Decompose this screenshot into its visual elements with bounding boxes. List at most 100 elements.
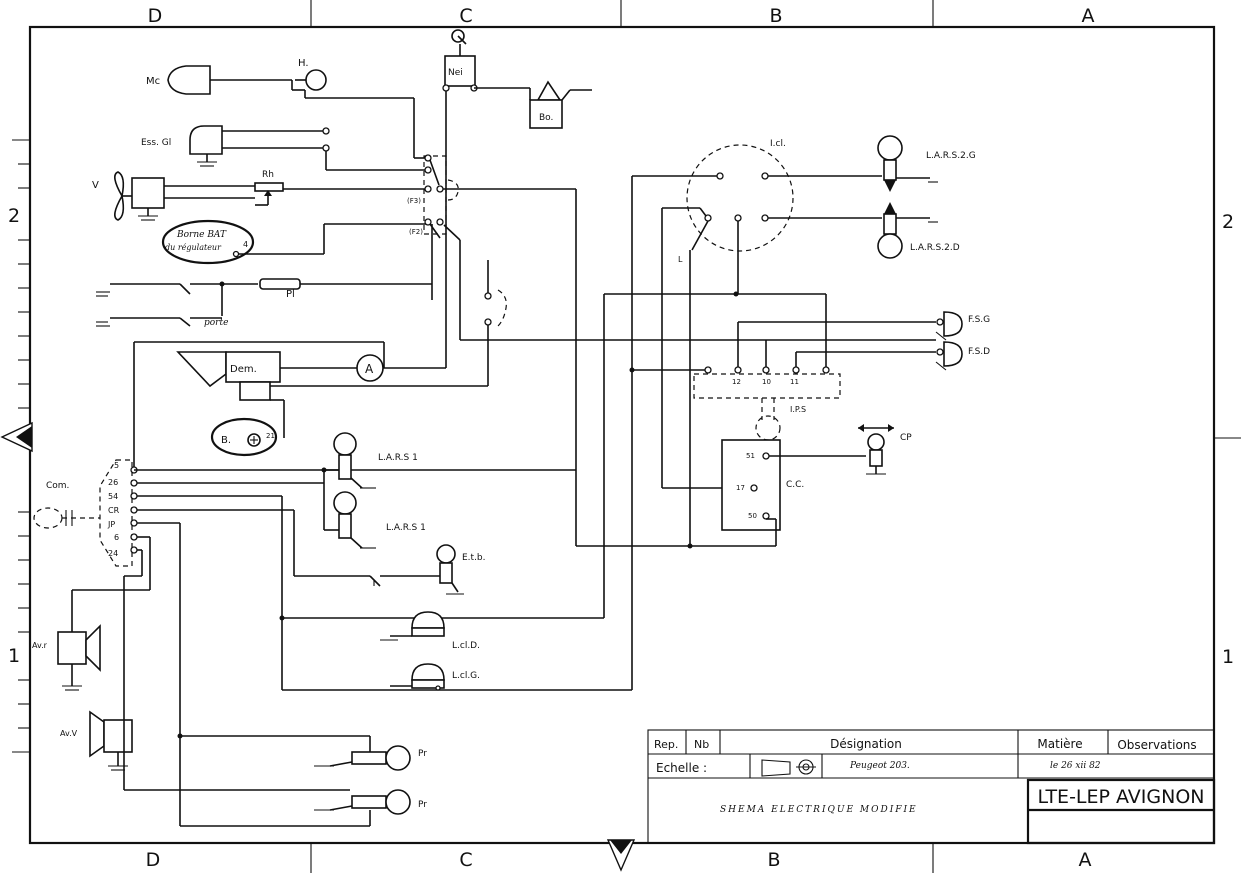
courtesy-light-label: Pl [286,289,295,300]
col-label-top-d: D [148,5,163,27]
flasher-unit-label: C.C. [786,480,804,490]
col-label-bottom-d: D [146,849,161,871]
tb-echelle-label: Echelle : [656,761,707,775]
col-label-bottom-a: A [1079,849,1092,871]
brake-light-left-label: F.S.G [968,315,990,325]
tb-drawing-title: SHEMA ELECTRIQUE MODIFIE [720,805,918,815]
indicator-switch-symbol [631,144,882,690]
ips-pin-12: 12 [732,378,741,386]
title-block [647,729,1216,845]
wiper-motor-label: Ess. Gl [141,138,171,148]
brake-light-right-symbol [935,341,963,371]
ammeter-label: A [365,362,374,376]
horn-label: Mc [146,76,160,87]
com-pin-26: 26 [108,478,118,487]
front-horn-v-symbol [89,710,133,771]
front-horn-r-symbol [57,624,101,691]
fuse-f1-symbol [460,260,936,341]
hazard-switch-label: I.P.S [790,405,806,414]
regulator-terminal-line1: Borne BAT [176,230,227,240]
ignition-switch-label: Nei [448,68,463,78]
pilot-lamp-label: CP [900,433,912,443]
tb-matiere-header: Matière [1037,737,1082,751]
row-label-right-1: 1 [1222,646,1234,668]
headlamp-1-label: Pr [418,749,427,759]
flasher-unit-symbol [687,439,866,549]
row-label-left-2: 2 [8,205,20,227]
cc-pin-17: 17 [736,484,745,492]
brake-light-right-label: F.S.D [968,347,990,357]
right-indicator-lamp-label: L.cl.D. [452,641,480,651]
ignition-switch-symbol [442,29,530,270]
flasher-unit-pins: 51 17 50 [736,452,757,520]
horn-button-symbol [295,69,414,99]
combination-switch-wiring [71,189,776,736]
col-label-bottom-c: C [459,849,472,871]
battery-terminal-label: 21 [266,432,275,440]
starter-circuit [133,270,489,470]
front-horn-r-label: Av.r [32,641,48,650]
rear-lamp-2d-label: L.A.R.S.2.D [910,243,960,253]
tb-designation-header: Désignation [830,737,902,751]
combination-switch-symbol [33,459,138,567]
regulator-terminal-line2: du régulateur [165,243,222,252]
small-l-label: L [678,255,683,264]
starter-label: Dem. [230,364,257,375]
com-pin-jp: JP [107,520,115,529]
cc-pin-50: 50 [748,512,757,520]
fan-label: V [92,180,99,191]
fuse-f2-label: (F2) [409,228,423,236]
cc-pin-51: 51 [746,452,755,460]
tb-observations-header: Observations [1117,738,1196,752]
horn-symbol [167,65,305,95]
col-label-top-b: B [769,5,782,27]
fuse-f3-label: (F3) [407,197,421,205]
tb-school-name: LTE-LEP AVIGNON [1037,786,1204,808]
tb-date: le 26 xii 82 [1050,761,1101,771]
left-indicator-lamp-symbol [282,663,632,691]
rheostat-label: Rh [262,170,274,180]
left-indicator-lamp-label: L.cl.G. [452,671,480,681]
regulator-terminal-bubble [161,219,428,265]
col-label-top-c: C [459,5,472,27]
coil-symbol [529,80,592,129]
battery-label: B. [221,435,231,446]
col-label-bottom-b: B [767,849,780,871]
door-switch-label: porte [204,318,228,328]
tb-nb-header: Nb [694,738,709,751]
rear-lamp-2d-symbol [877,202,938,259]
com-pin-54: 54 [108,492,118,501]
border-column-labels: D C B A D C B A 2 1 2 1 [8,5,1234,871]
rheostat-symbol [254,182,428,206]
tb-vehicle: Peugeot 203. [849,761,910,771]
headlamp-2-symbol [123,720,411,827]
rear-lamp-2-symbol [324,491,376,549]
fuse-block-symbol [413,98,576,340]
brake-light-left-symbol [935,311,963,341]
wiper-motor-symbol [189,125,428,171]
com-pin-6: 6 [114,533,119,542]
rear-lamp-1-symbol [324,432,376,489]
coil-label: Bo. [539,113,553,123]
com-pin-24: 24 [108,549,118,558]
hazard-switch-symbol [603,293,936,618]
hazard-switch-pins: 12 10 11 [732,378,799,386]
col-label-top-a: A [1082,5,1095,27]
rear-lamp-2g-label: L.A.R.S.2.G [926,151,976,161]
combination-switch-pins: 5 26 54 CR JP 6 24 [107,461,120,558]
headlamp-2-label: Pr [418,800,427,810]
right-indicator-lamp-symbol [279,611,604,641]
door-switch-circuit [96,278,432,327]
regulator-terminal-number: 4 [243,240,248,249]
pilot-lamp-symbol [858,424,894,475]
front-horn-v-label: Av.V [60,729,78,738]
fan-motor-symbol [114,171,255,221]
rear-lamp-2g-symbol [877,135,938,192]
row-label-left-1: 1 [8,645,20,667]
stop-lamp-switch-symbol [369,544,464,595]
horn-button-label: H. [298,58,309,69]
ips-pin-10: 10 [762,378,771,386]
headlamp-1-symbol [177,733,411,771]
